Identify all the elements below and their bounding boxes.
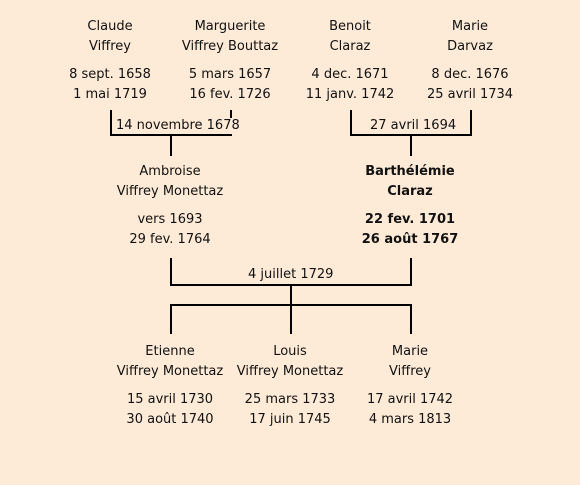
first-name: Marie [451, 19, 489, 34]
last-name: Claraz [329, 39, 371, 54]
person-claude: Claude Viffrey 8 sept. 1658 1 mai 1719 [30, 17, 190, 105]
birth-date: 25 mars 1733 [244, 392, 336, 407]
connector-claude-down [110, 110, 112, 136]
first-name: Ambroise [139, 164, 201, 179]
birth-date: 15 avril 1730 [126, 392, 214, 407]
first-name: Claude [87, 19, 133, 34]
first-name: Barthélémie [365, 164, 455, 179]
person-etienne: Etienne Viffrey Monettaz 15 avril 1730 3… [90, 342, 250, 430]
last-name: Viffrey Bouttaz [181, 39, 279, 54]
person-marie-viffrey: Marie Viffrey 17 avril 1742 4 mars 1813 [330, 342, 490, 430]
birth-date: 22 fev. 1701 [364, 212, 456, 227]
birth-date: vers 1693 [137, 212, 203, 227]
connector-benoit-down [350, 110, 352, 136]
first-name: Marguerite [194, 19, 266, 34]
connector-to-ambroise [170, 134, 172, 156]
death-date: 1 mai 1719 [73, 87, 147, 102]
person-ambroise: Ambroise Viffrey Monettaz vers 1693 29 f… [90, 162, 250, 250]
birth-date: 4 dec. 1671 [311, 67, 389, 82]
death-date: 25 avril 1734 [426, 87, 514, 102]
last-name: Viffrey [389, 364, 431, 379]
first-name: Etienne [145, 344, 195, 359]
person-barthelemie: Barthélémie Claraz 22 fev. 1701 26 août … [330, 162, 490, 250]
person-benoit: Benoit Claraz 4 dec. 1671 11 janv. 1742 [270, 17, 430, 105]
death-date: 26 août 1767 [361, 232, 459, 247]
connector-ambroise-down [170, 258, 172, 286]
last-name: Viffrey Monettaz [116, 364, 224, 379]
person-marguerite: Marguerite Viffrey Bouttaz 5 mars 1657 1… [150, 17, 310, 105]
last-name: Darvaz [447, 39, 493, 54]
birth-date: 17 avril 1742 [366, 392, 454, 407]
death-date: 29 fev. 1764 [129, 232, 211, 247]
birth-date: 5 mars 1657 [188, 67, 272, 82]
connector-to-louis [290, 304, 292, 334]
connector-center-down [290, 284, 292, 306]
connector-to-barthelemie [410, 134, 412, 156]
first-name: Benoit [329, 19, 371, 34]
birth-date: 8 dec. 1676 [431, 67, 509, 82]
first-name: Marie [391, 344, 429, 359]
last-name: Viffrey [89, 39, 131, 54]
death-date: 4 mars 1813 [368, 412, 452, 427]
death-date: 11 janv. 1742 [305, 87, 395, 102]
connector-to-marie-viffrey [410, 304, 412, 334]
person-louis: Louis Viffrey Monettaz 25 mars 1733 17 j… [210, 342, 370, 430]
marriage-date-ambroise-barthelemie: 4 juillet 1729 [246, 267, 336, 283]
death-date: 16 fev. 1726 [189, 87, 271, 102]
last-name: Viffrey Monettaz [116, 184, 224, 199]
marriage-date-benoit-marie: 27 avril 1694 [368, 118, 459, 134]
marriage-date-claude-marguerite: 14 novembre 1678 [114, 118, 242, 134]
person-marie-darvaz: Marie Darvaz 8 dec. 1676 25 avril 1734 [390, 17, 550, 105]
birth-date: 8 sept. 1658 [69, 67, 151, 82]
last-name: Claraz [387, 184, 433, 199]
last-name: Viffrey Monettaz [236, 364, 344, 379]
connector-marie-darvaz-down [470, 110, 472, 136]
first-name: Louis [273, 344, 307, 359]
death-date: 30 août 1740 [126, 412, 214, 427]
connector-barthelemie-down [410, 258, 412, 286]
connector-to-etienne [170, 304, 172, 334]
death-date: 17 juin 1745 [249, 412, 331, 427]
